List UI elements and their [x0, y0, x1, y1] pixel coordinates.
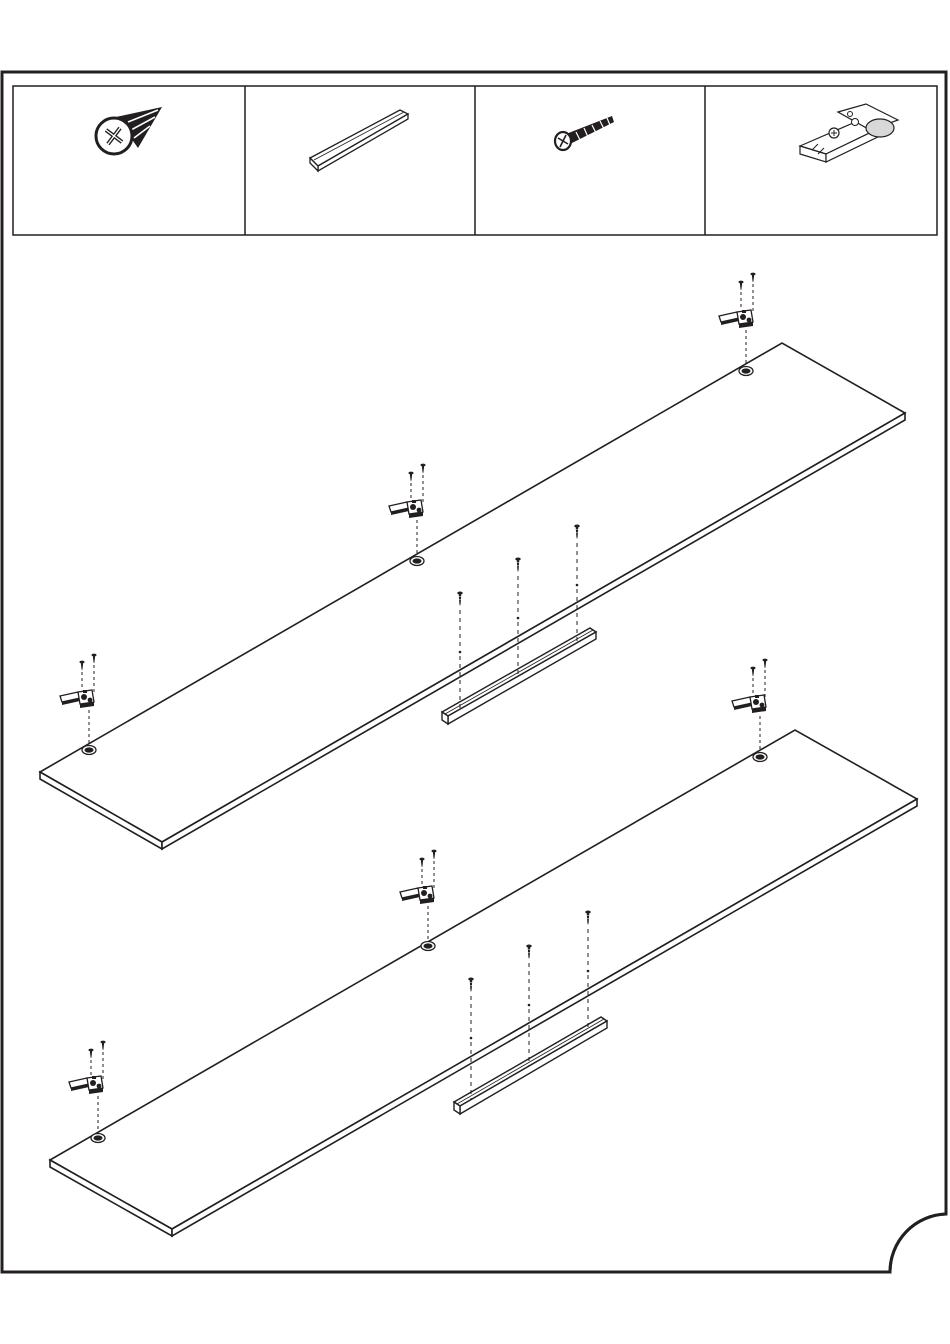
panel-2-hinge-left	[69, 1041, 106, 1143]
hinge-plate-icon	[800, 104, 898, 162]
countersunk-screw-icon	[96, 107, 162, 154]
wood-screw-icon	[555, 116, 614, 150]
panel-2-hinge-right	[732, 659, 768, 762]
panel-1-hinge-middle	[389, 464, 426, 566]
panel-1-hinge-left	[60, 654, 97, 755]
page-corner-curl	[890, 1214, 946, 1272]
parts-table	[13, 86, 937, 235]
rail-strip-icon	[310, 110, 408, 171]
panel-1-hinge-right	[719, 273, 756, 376]
panel-2-hinge-middle	[400, 850, 437, 951]
